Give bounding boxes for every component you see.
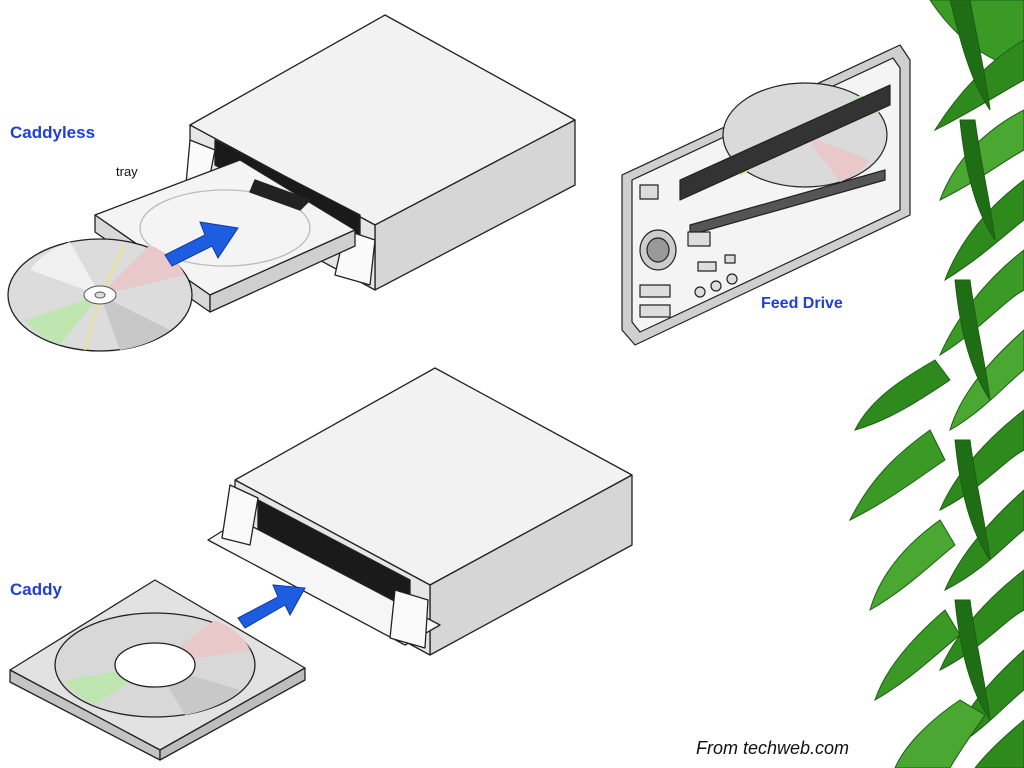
caddy-label: Caddy [10,580,62,599]
feed-drive-label: Feed Drive [761,295,843,312]
source-credit: From techweb.com [696,738,850,758]
caddyless-label: Caddyless [10,123,96,142]
tray-label: tray [116,164,138,179]
